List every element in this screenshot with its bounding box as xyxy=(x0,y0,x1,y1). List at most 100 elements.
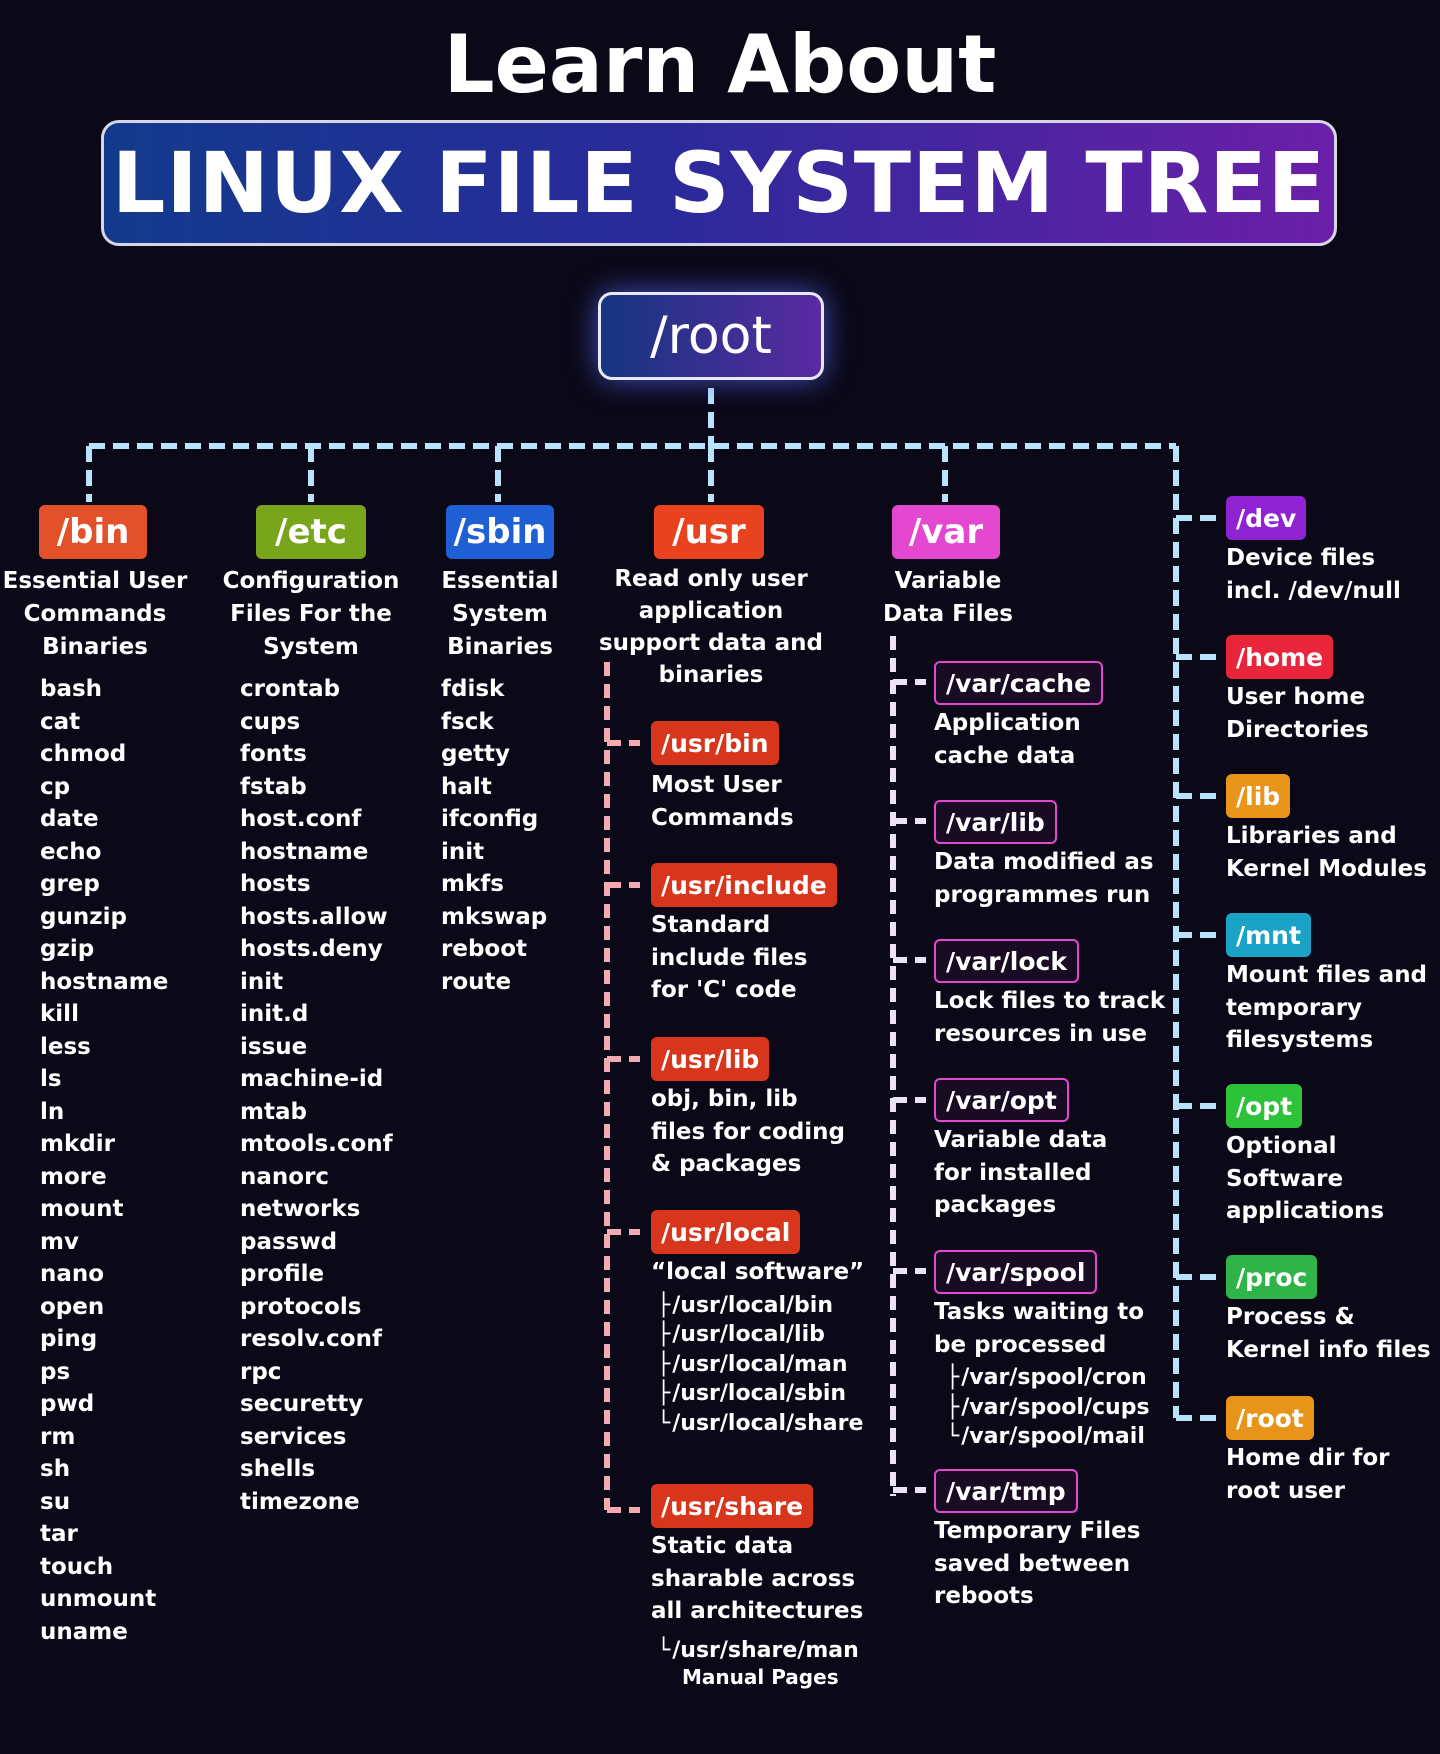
etc-list-item: protocols xyxy=(240,1293,362,1320)
etc-list-item: init xyxy=(240,968,284,995)
etc-list-item: fonts xyxy=(240,741,307,767)
etc-list-item: hosts.deny xyxy=(240,936,383,962)
bin-list-item: hostname xyxy=(40,968,169,995)
var-lib-node: /var/lib Data modified as programmes run xyxy=(934,800,1154,911)
usr-description: Read only user application support data … xyxy=(598,566,823,688)
var-lock-node: /var/lock Lock files to track resources … xyxy=(934,939,1165,1050)
usr-lib-label: /usr/lib xyxy=(651,1037,770,1081)
lib-node: /lib Libraries and Kernel Modules xyxy=(1226,774,1427,885)
dev-node: /dev Device files incl. /dev/null xyxy=(1226,496,1401,607)
var-spool-node: /var/spool Tasks waiting to be processed… xyxy=(934,1250,1150,1452)
var-cache-label: /var/cache xyxy=(934,661,1104,705)
sbin-list-item: fdisk xyxy=(441,676,505,702)
sbin-list-item: route xyxy=(441,968,512,995)
usr-share-subtree: /usr/share/man xyxy=(657,1636,863,1666)
etc-list-item: mtab xyxy=(240,1098,307,1125)
usr-local-node: /usr/local “local software” /usr/local/b… xyxy=(651,1210,864,1438)
etc-list-item: nanorc xyxy=(240,1163,330,1190)
root-dir-node: /root Home dir for root user xyxy=(1226,1396,1389,1507)
var-tmp-node: /var/tmp Temporary Files saved between r… xyxy=(934,1469,1140,1613)
etc-list-item: init.d xyxy=(240,1001,309,1027)
bin-list-item: ping xyxy=(40,1326,98,1352)
bin-list-item: date xyxy=(40,806,99,832)
etc-list-item: hosts xyxy=(240,871,311,897)
mnt-description: Mount files and temporary filesystems xyxy=(1226,962,1428,1053)
bin-list-item: touch xyxy=(40,1553,114,1580)
sbin-list-item: getty xyxy=(441,741,511,767)
var-cache-node: /var/cache Application cache data xyxy=(934,661,1104,772)
bin-list-item: mount xyxy=(40,1196,124,1222)
root-dir-description: Home dir for root user xyxy=(1226,1445,1390,1504)
bin-list-item: grep xyxy=(40,871,100,897)
etc-list-item: host.conf xyxy=(240,806,362,832)
bin-description: Essential User Commands Binaries xyxy=(2,568,188,660)
etc-header: /etc xyxy=(256,505,366,559)
usr-bin-description: Most User Commands xyxy=(651,772,794,831)
bin-list-item: chmod xyxy=(40,741,127,767)
var-description: Variable Data Files xyxy=(883,568,1013,627)
var-header: /var xyxy=(892,505,1000,559)
dev-label: /dev xyxy=(1226,496,1307,540)
var-spool-label: /var/spool xyxy=(934,1250,1098,1294)
page-title: Learn About xyxy=(443,18,997,111)
var-spool-description: Tasks waiting to be processed xyxy=(934,1299,1145,1358)
var-tmp-label: /var/tmp xyxy=(934,1469,1078,1513)
etc-list-item: fstab xyxy=(240,773,307,800)
bin-list-item: gunzip xyxy=(40,903,127,930)
bin-list-item: mv xyxy=(40,1228,79,1255)
usr-local-subtree: /usr/local/bin /usr/local/lib /usr/local… xyxy=(657,1291,864,1439)
bin-list-item: ln xyxy=(40,1098,65,1125)
bin-list-item: unmount xyxy=(40,1586,157,1612)
bin-list-item: cp xyxy=(40,773,71,800)
mnt-label: /mnt xyxy=(1226,913,1311,957)
sbin-list-item: fsck xyxy=(441,708,494,735)
usr-bin-label: /usr/bin xyxy=(651,721,779,765)
etc-list-item: services xyxy=(240,1423,347,1450)
sbin-list-item: halt xyxy=(441,773,492,800)
var-lib-label: /var/lib xyxy=(934,800,1057,844)
title-banner: LINUX FILE SYSTEM TREE xyxy=(101,120,1337,246)
sbin-list-item: mkswap xyxy=(441,903,548,930)
bin-list-item: open xyxy=(40,1293,105,1320)
usr-share-man-note: Manual Pages xyxy=(682,1665,839,1689)
bin-list-item: rm xyxy=(40,1423,76,1450)
root-node: /root xyxy=(598,292,824,380)
home-description: User home Directories xyxy=(1226,684,1369,743)
usr-bin-node: /usr/bin Most User Commands xyxy=(651,721,794,834)
bin-list-item: ls xyxy=(40,1066,62,1092)
proc-node: /proc Process & Kernel info files xyxy=(1226,1255,1431,1366)
bin-list-item: bash xyxy=(40,676,103,702)
bin-header: /bin xyxy=(39,505,147,559)
proc-description: Process & Kernel info files xyxy=(1226,1304,1431,1363)
sbin-list-item: reboot xyxy=(441,936,528,962)
root-dir-label: /root xyxy=(1226,1396,1314,1440)
opt-label: /opt xyxy=(1226,1084,1303,1128)
etc-list-item: hostname xyxy=(240,838,369,865)
var-opt-description: Variable data for installed packages xyxy=(934,1127,1108,1218)
var-opt-node: /var/opt Variable data for installed pac… xyxy=(934,1078,1107,1222)
opt-description: Optional Software applications xyxy=(1226,1133,1385,1224)
usr-include-description: Standard include files for 'C' code xyxy=(651,912,808,1003)
usr-share-description: Static data sharable across all architec… xyxy=(651,1533,864,1624)
bin-list-item: echo xyxy=(40,838,102,865)
usr-header: /usr xyxy=(654,505,764,559)
etc-list-item: shells xyxy=(240,1456,316,1482)
etc-list-item: networks xyxy=(240,1196,361,1222)
sbin-list-item: ifconfig xyxy=(441,806,539,832)
sbin-header: /sbin xyxy=(446,505,554,559)
usr-local-label: /usr/local xyxy=(651,1210,801,1254)
bin-list-item: kill xyxy=(40,1001,79,1027)
usr-share-label: /usr/share xyxy=(651,1484,814,1528)
usr-include-label: /usr/include xyxy=(651,863,837,907)
usr-share-node: /usr/share Static data sharable across a… xyxy=(651,1484,863,1689)
var-lock-description: Lock files to track resources in use xyxy=(934,988,1166,1047)
etc-list-item: securetty xyxy=(240,1391,364,1417)
etc-list-item: crontab xyxy=(240,676,341,702)
etc-list-item: resolv.conf xyxy=(240,1326,382,1352)
bin-list-item: mkdir xyxy=(40,1131,115,1157)
bin-list-item: pwd xyxy=(40,1391,95,1417)
lib-label: /lib xyxy=(1226,774,1291,818)
